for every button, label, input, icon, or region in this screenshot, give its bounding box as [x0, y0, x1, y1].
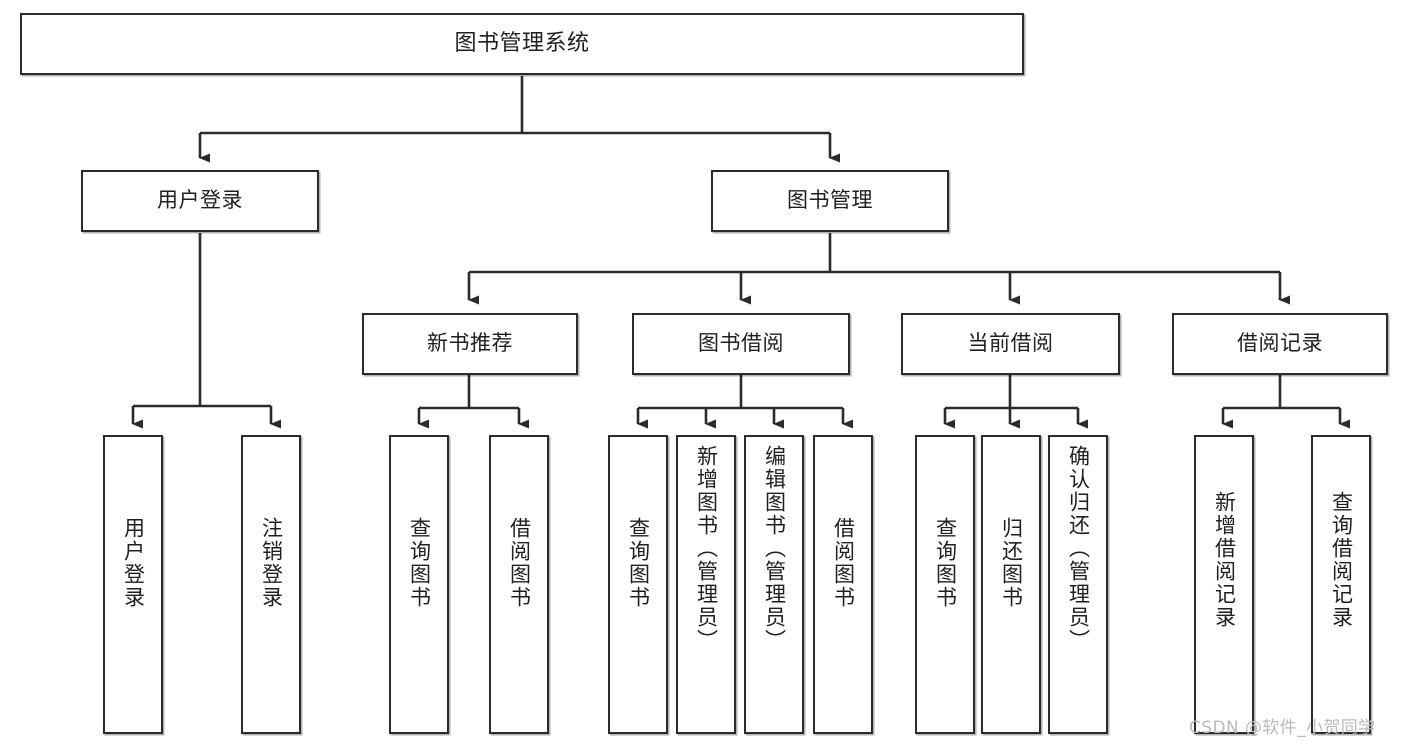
- node-label: 归还图书: [999, 517, 1024, 609]
- node-current-borrow[interactable]: 当前借阅: [901, 313, 1120, 375]
- node-label: 当前借阅: [967, 331, 1054, 356]
- node-label: 注销登录: [259, 517, 284, 609]
- node-label: 借阅记录: [1237, 331, 1323, 356]
- node-label: 查询图书: [626, 517, 651, 609]
- node-root-system[interactable]: 图书管理系统: [20, 13, 1024, 75]
- node-leaf-bookborrow-borrow[interactable]: 借阅图书: [813, 435, 873, 734]
- node-leaf-currentborrow-return[interactable]: 归还图书: [981, 435, 1041, 734]
- node-leaf-bookborrow-edit[interactable]: 编辑图书（管理员）: [744, 435, 804, 734]
- node-leaf-currentborrow-confirm[interactable]: 确认归还（管理员）: [1048, 435, 1108, 734]
- node-label: 确认归还（管理员）: [1066, 445, 1091, 652]
- csdn-watermark: CSDN @软件_小贺同学: [1189, 718, 1376, 738]
- node-user-login[interactable]: 用户登录: [81, 170, 319, 232]
- node-leaf-currentborrow-query[interactable]: 查询图书: [915, 435, 975, 734]
- node-leaf-borrowrecord-add[interactable]: 新增借阅记录: [1194, 435, 1254, 734]
- node-leaf-bookborrow-add[interactable]: 新增图书（管理员）: [676, 435, 736, 734]
- node-leaf-user-login-login[interactable]: 用户登录: [103, 435, 163, 734]
- node-label: 查询图书: [933, 517, 958, 609]
- node-label: 新增图书（管理员）: [694, 445, 719, 652]
- node-label: 查询图书: [407, 517, 432, 609]
- node-label: 查询借阅记录: [1329, 491, 1354, 629]
- node-label: 新增借阅记录: [1212, 491, 1237, 629]
- node-label: 图书借阅: [698, 331, 784, 356]
- node-leaf-user-login-logout[interactable]: 注销登录: [241, 435, 301, 734]
- node-new-book-recommend[interactable]: 新书推荐: [362, 313, 578, 375]
- node-label: 新书推荐: [427, 331, 513, 356]
- node-label: 借阅图书: [507, 517, 532, 609]
- node-label: 图书管理: [787, 188, 873, 213]
- node-label: 编辑图书（管理员）: [762, 445, 787, 652]
- node-book-management[interactable]: 图书管理: [711, 170, 949, 232]
- node-label: 用户登录: [121, 517, 146, 609]
- node-borrow-record[interactable]: 借阅记录: [1172, 313, 1388, 375]
- node-label: 借阅图书: [831, 517, 856, 609]
- node-label: 图书管理系统: [454, 30, 590, 56]
- node-leaf-borrowrecord-query[interactable]: 查询借阅记录: [1311, 435, 1371, 734]
- node-leaf-bookborrow-query[interactable]: 查询图书: [608, 435, 668, 734]
- node-label: 用户登录: [157, 188, 243, 213]
- node-book-borrow[interactable]: 图书借阅: [632, 313, 850, 375]
- node-leaf-newbook-query[interactable]: 查询图书: [389, 435, 449, 734]
- node-leaf-newbook-borrow[interactable]: 借阅图书: [489, 435, 549, 734]
